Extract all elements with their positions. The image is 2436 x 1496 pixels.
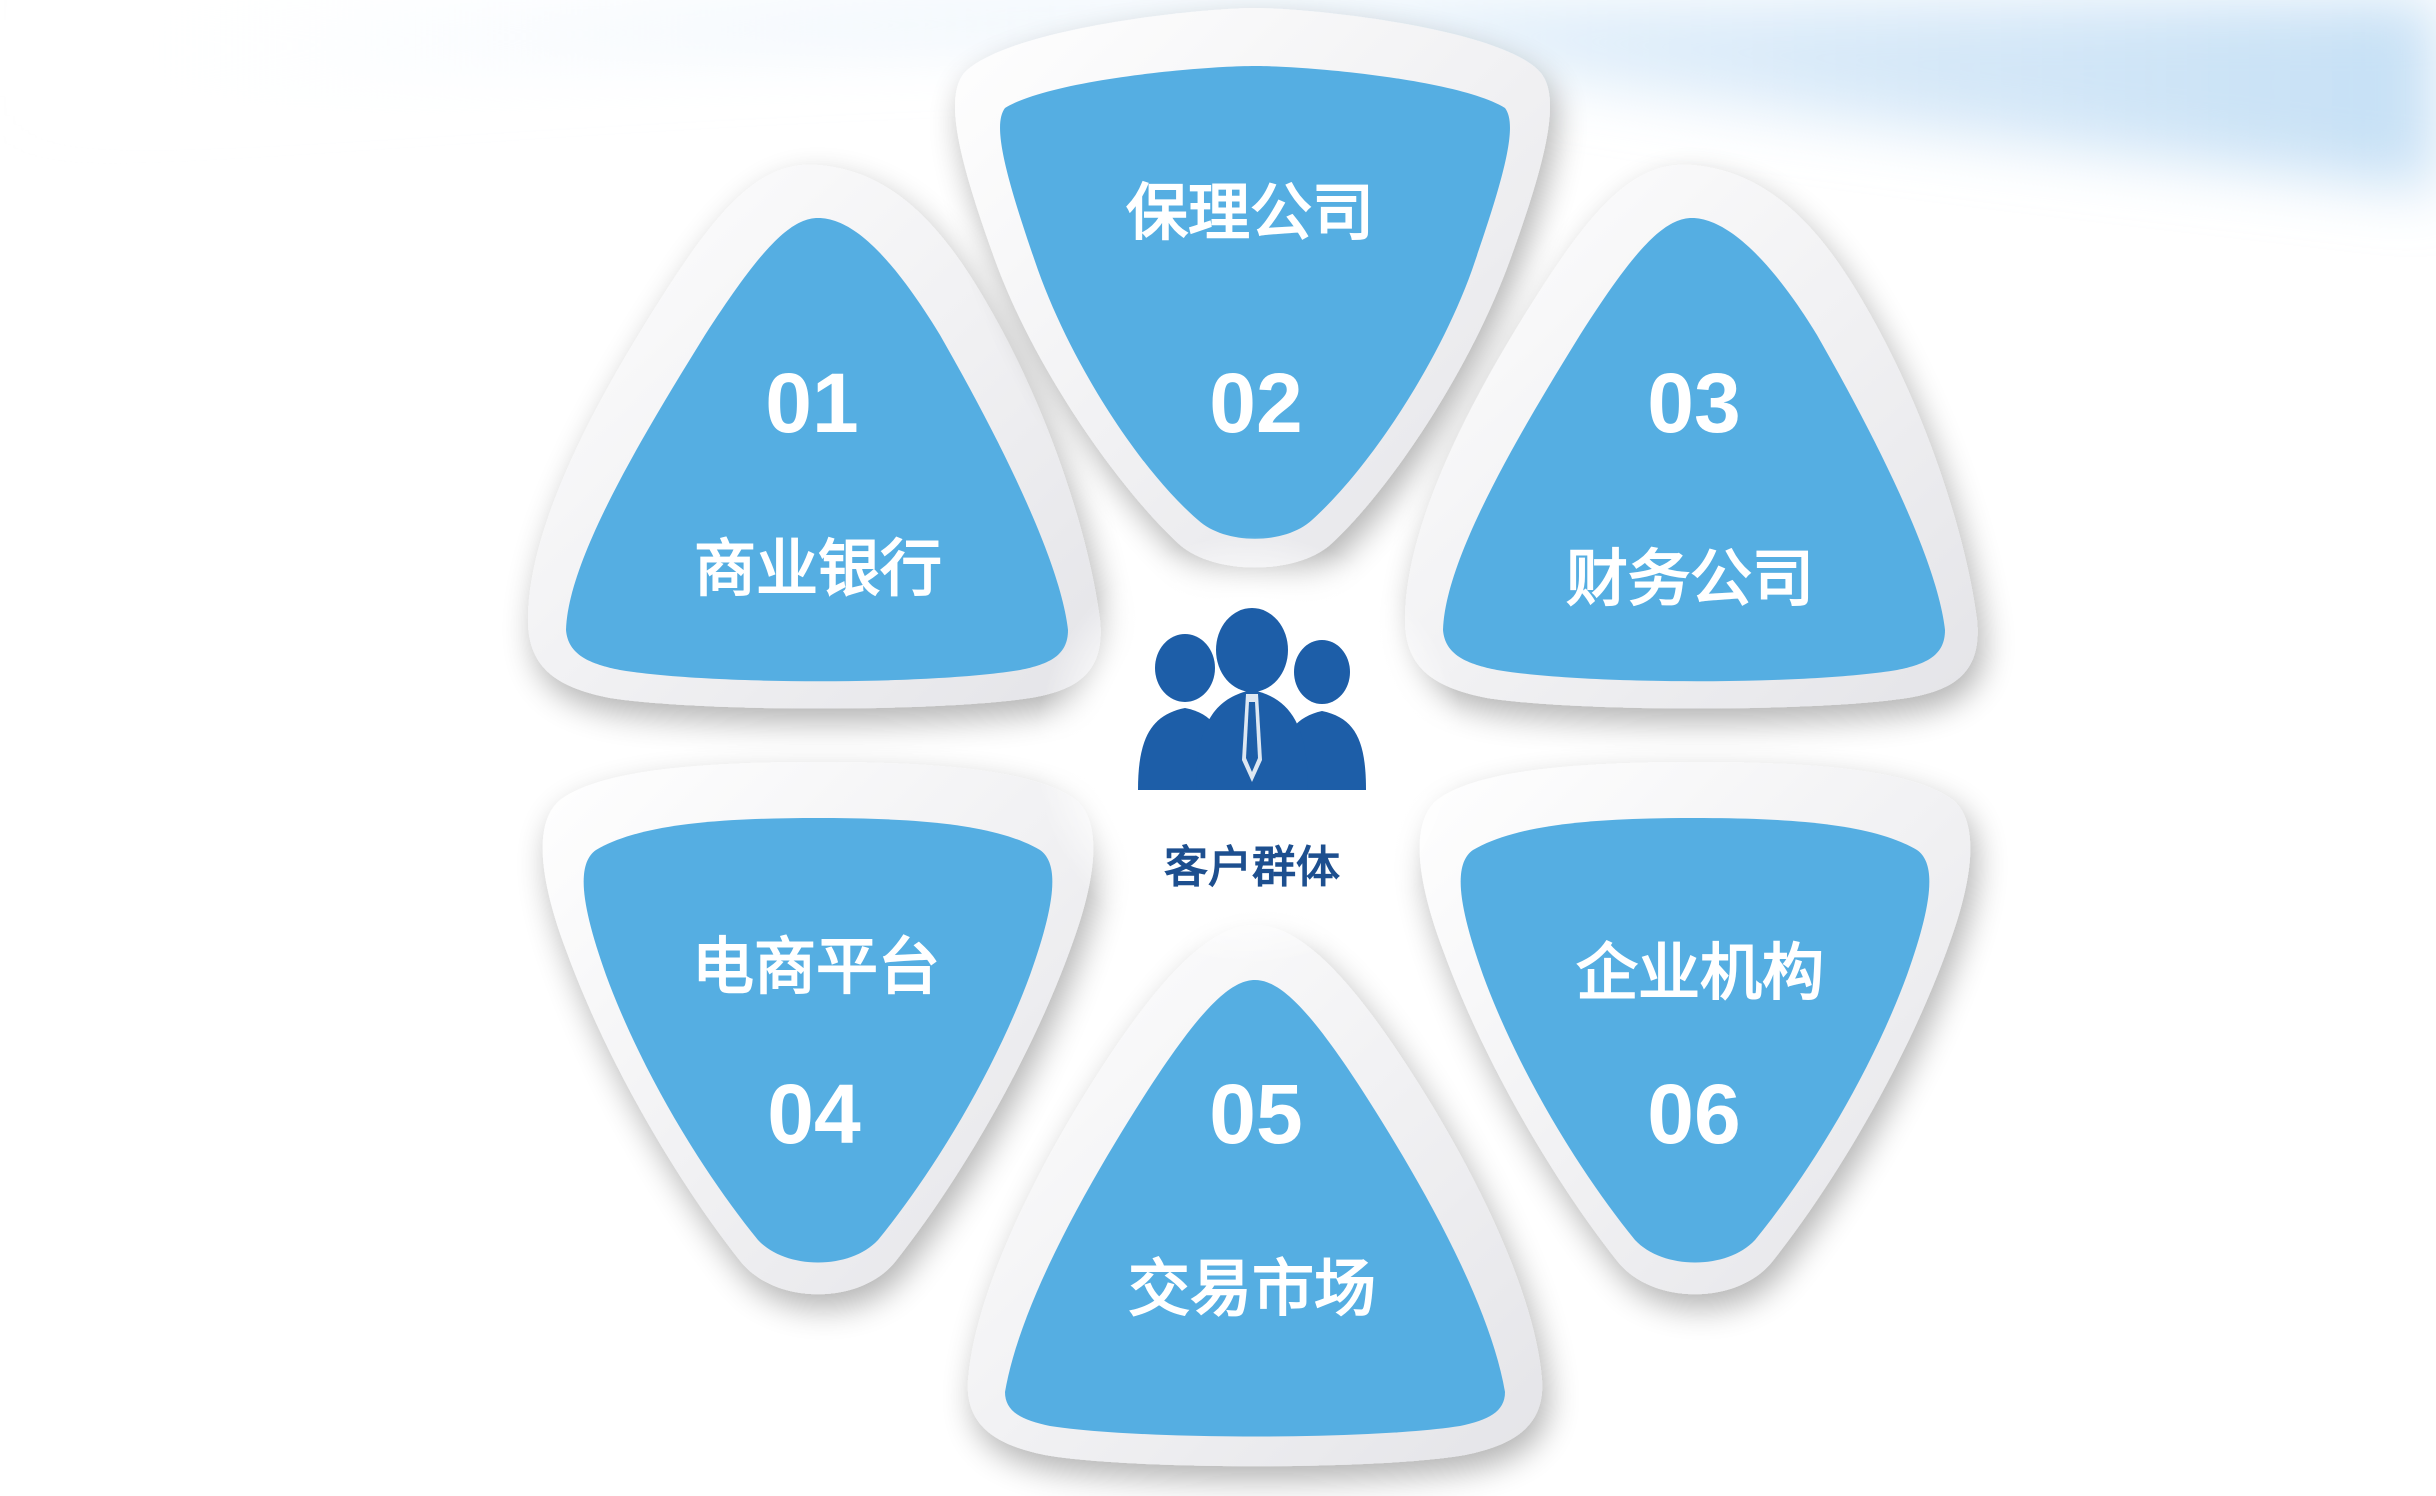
segment-01: 01 商业银行 xyxy=(528,164,1101,709)
segment-05-fill xyxy=(1005,980,1505,1437)
segment-01-number: 01 xyxy=(765,356,858,450)
segment-06-fill xyxy=(1460,818,1930,1263)
segment-03: 03 财务公司 xyxy=(1405,164,1978,709)
segment-04-label: 电商平台 xyxy=(692,930,940,1003)
segment-04-number: 04 xyxy=(767,1067,861,1161)
segment-05: 05 交易市场 xyxy=(967,925,1543,1467)
segment-01-label: 商业银行 xyxy=(694,532,942,605)
segment-03-fill xyxy=(1443,218,1945,682)
segment-05-number: 05 xyxy=(1209,1067,1302,1161)
segment-04: 电商平台 04 xyxy=(542,762,1094,1295)
segment-ring: 01 商业银行 保理公司 02 03 财务公司 电商平台 xyxy=(528,8,1978,1467)
segment-06-number: 06 xyxy=(1647,1067,1740,1161)
segment-03-label: 财务公司 xyxy=(1566,542,1814,615)
segment-06: 企业机构 06 xyxy=(1419,762,1971,1295)
segment-01-fill xyxy=(566,218,1068,682)
segment-02-label: 保理公司 xyxy=(1126,176,1374,249)
people-group-icon xyxy=(1138,608,1366,790)
segment-04-fill xyxy=(583,818,1053,1263)
segment-03-number: 03 xyxy=(1647,356,1740,450)
segment-02: 保理公司 02 xyxy=(955,8,1550,568)
segment-02-number: 02 xyxy=(1209,356,1302,450)
center-hub: 客户群体 xyxy=(1035,535,1465,965)
segment-06-label: 企业机构 xyxy=(1576,936,1824,1009)
segment-02-fill xyxy=(1000,66,1510,539)
segment-05-label: 交易市场 xyxy=(1128,1252,1376,1325)
center-label: 客户群体 xyxy=(1164,842,1340,893)
